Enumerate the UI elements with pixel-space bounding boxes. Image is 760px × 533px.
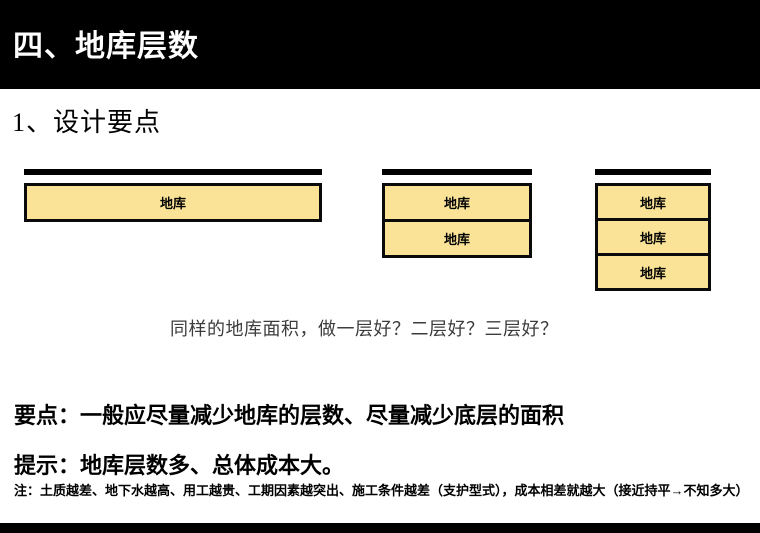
footnote-text: 注：土质越差、地下水越高、用工越贵、工期因素越突出、施工条件越差（支护型式），成… bbox=[14, 483, 749, 498]
basement-cell-label: 地库 bbox=[639, 195, 666, 211]
ground-line bbox=[595, 169, 711, 175]
basement-cell-label: 地库 bbox=[443, 196, 470, 211]
basement-cell-label: 地库 bbox=[639, 230, 666, 246]
section-heading: 1、设计要点 bbox=[12, 108, 162, 137]
basement-diagram-one-level: 地库 bbox=[24, 169, 322, 222]
basement-diagram-three-levels: 地库 地库 地库 bbox=[595, 169, 711, 291]
header-bar: 四、地库层数 bbox=[0, 0, 760, 89]
basement-cell-label: 地库 bbox=[443, 232, 470, 247]
basement-cell: 地库 bbox=[595, 218, 711, 256]
basement-cell: 地库 bbox=[595, 183, 711, 221]
basement-cell-label: 地库 bbox=[639, 265, 666, 281]
ground-line bbox=[382, 169, 532, 175]
basement-cell: 地库 bbox=[382, 183, 532, 222]
slide-title: 四、地库层数 bbox=[13, 30, 199, 63]
basement-cell-label: 地库 bbox=[159, 196, 186, 211]
hint-text: 提示：地库层数多、总体成本大。 bbox=[14, 453, 345, 478]
basement-cell: 地库 bbox=[382, 219, 532, 258]
diagram-caption: 同样的地库面积，做一层好？二层好？三层好？ bbox=[170, 319, 559, 339]
ground-line bbox=[24, 169, 322, 175]
basement-cell: 地库 bbox=[595, 253, 711, 291]
basement-diagram-two-levels: 地库 地库 bbox=[382, 169, 532, 258]
footer-bar bbox=[0, 523, 760, 533]
basement-cell: 地库 bbox=[24, 183, 322, 222]
keypoint-text: 要点：一般应尽量减少地库的层数、尽量减少底层的面积 bbox=[14, 403, 565, 428]
